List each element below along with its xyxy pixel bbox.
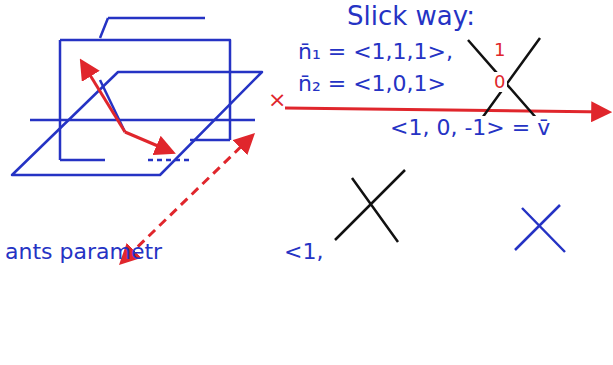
- cross-digit: 1: [492, 40, 507, 60]
- cross-symbol: ×: [266, 88, 288, 112]
- direction-vector: <1, 0, -1> = v̄: [388, 116, 552, 140]
- normal-vector: n̄₂ = <1,0,1>: [296, 72, 448, 96]
- plane-edge: [60, 140, 230, 160]
- plane: [12, 72, 262, 175]
- planes: [12, 18, 262, 175]
- hidden-edge: [148, 159, 190, 162]
- normal-arrows: [82, 62, 608, 262]
- intersection-line: [30, 119, 255, 122]
- cross-out: [515, 205, 565, 252]
- cross-digit: 0: [492, 72, 507, 92]
- normal-vector: n̄₁ = <1,1,1>,: [296, 40, 455, 64]
- cross-out-blue: [515, 205, 565, 252]
- direction-line: [285, 108, 608, 112]
- normal-arrow: [82, 62, 125, 132]
- heading-note: Slick way:: [345, 2, 477, 31]
- plane: [60, 40, 230, 160]
- plane-edge: [100, 18, 205, 38]
- note-text: <1,: [282, 240, 325, 264]
- note-text: ants parametr: [3, 240, 164, 264]
- normal-arrow: [125, 132, 172, 152]
- cross-out: [335, 170, 405, 242]
